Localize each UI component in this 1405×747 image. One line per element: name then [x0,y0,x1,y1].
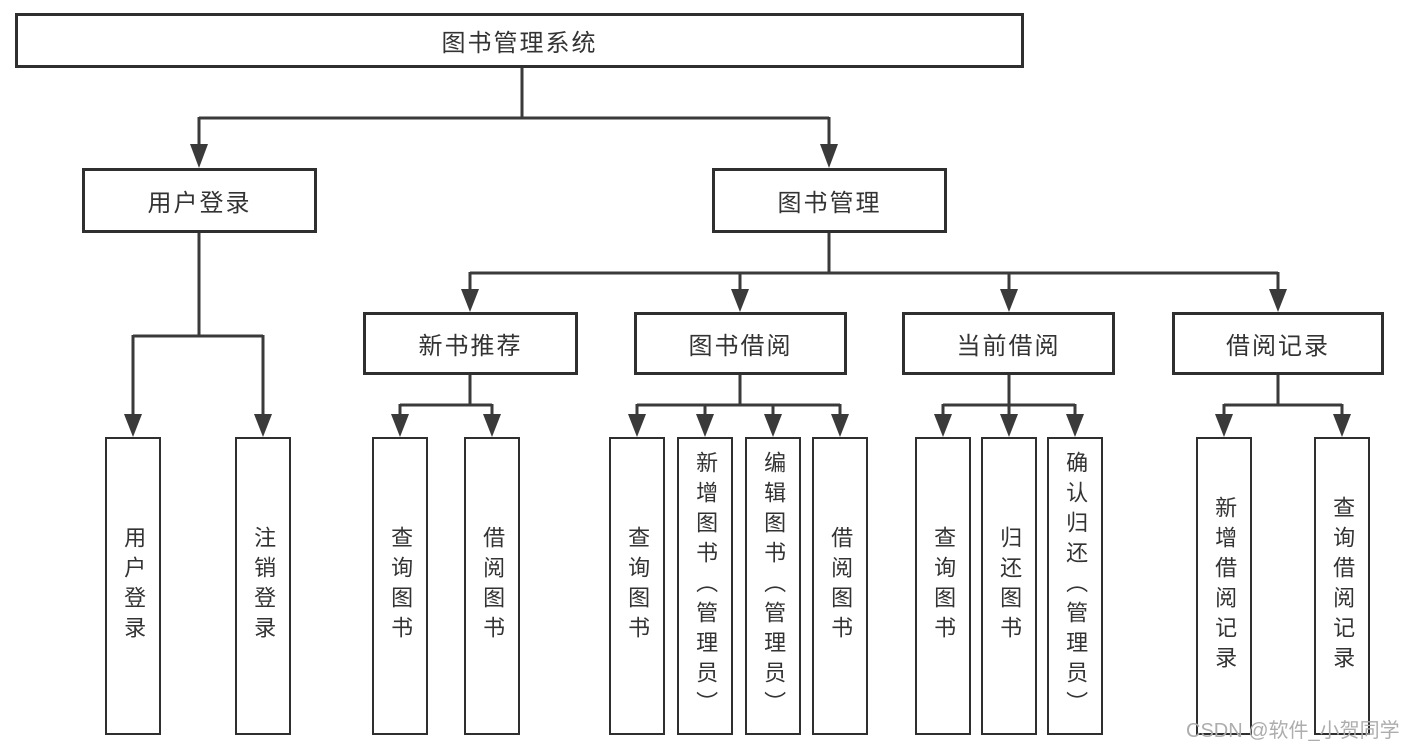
leaf-query-borrow-record: 查询借阅记录 [1314,437,1370,735]
leaf-logout-label: 注销登录 [251,526,277,646]
leaf-edit-books-admin: 编辑图书（管理员） [745,437,801,735]
node-book-management: 图书管理 [712,168,947,233]
leaf-query-books-recommend-label: 查询图书 [388,526,414,646]
node-book-borrowing: 图书借阅 [634,312,847,375]
leaf-return-books: 归还图书 [981,437,1037,735]
leaf-edit-books-admin-label: 编辑图书（管理员） [761,451,787,721]
leaf-borrow-books-recommend: 借阅图书 [464,437,520,735]
leaf-confirm-return-admin-label: 确认归还（管理员） [1063,451,1089,721]
leaf-query-borrow-record-label: 查询借阅记录 [1330,496,1356,676]
leaf-borrow-books-recommend-label: 借阅图书 [480,526,506,646]
leaf-query-books-borrowing-label: 查询图书 [625,526,651,646]
leaf-logout: 注销登录 [235,437,291,735]
leaf-add-borrow-record: 新增借阅记录 [1196,437,1252,735]
node-user-login-label: 用户登录 [147,190,252,217]
leaf-query-books-borrowing: 查询图书 [609,437,665,735]
leaf-return-books-label: 归还图书 [997,526,1023,646]
node-current-borrowing: 当前借阅 [902,312,1115,375]
node-user-login: 用户登录 [82,168,317,233]
csdn-watermark: CSDN @软件_小贺同学 [1186,720,1400,742]
node-current-borrowing-label: 当前借阅 [956,333,1061,360]
leaf-query-books-recommend: 查询图书 [372,437,428,735]
leaf-add-books-admin-label: 新增图书（管理员） [693,451,719,721]
node-borrowing-records: 借阅记录 [1172,312,1384,375]
node-new-book-recommendation: 新书推荐 [363,312,578,375]
leaf-borrow-books-borrowing: 借阅图书 [812,437,868,735]
leaf-user-login-label: 用户登录 [121,526,147,646]
node-book-management-label: 图书管理 [777,190,882,217]
leaf-user-login: 用户登录 [105,437,161,735]
leaf-query-books-current: 查询图书 [915,437,971,735]
leaf-add-books-admin: 新增图书（管理员） [677,437,733,735]
leaf-add-borrow-record-label: 新增借阅记录 [1212,496,1238,676]
node-library-management-system: 图书管理系统 [15,13,1024,68]
leaf-confirm-return-admin: 确认归还（管理员） [1047,437,1103,735]
node-book-borrowing-label: 图书借阅 [688,333,793,360]
node-borrowing-records-label: 借阅记录 [1226,333,1330,360]
down-arrowhead-icons [124,144,1351,437]
node-new-book-recommendation-label: 新书推荐 [418,333,523,360]
leaf-query-books-current-label: 查询图书 [931,526,957,646]
leaf-borrow-books-borrowing-label: 借阅图书 [828,526,854,646]
node-library-management-system-label: 图书管理系统 [441,30,598,57]
